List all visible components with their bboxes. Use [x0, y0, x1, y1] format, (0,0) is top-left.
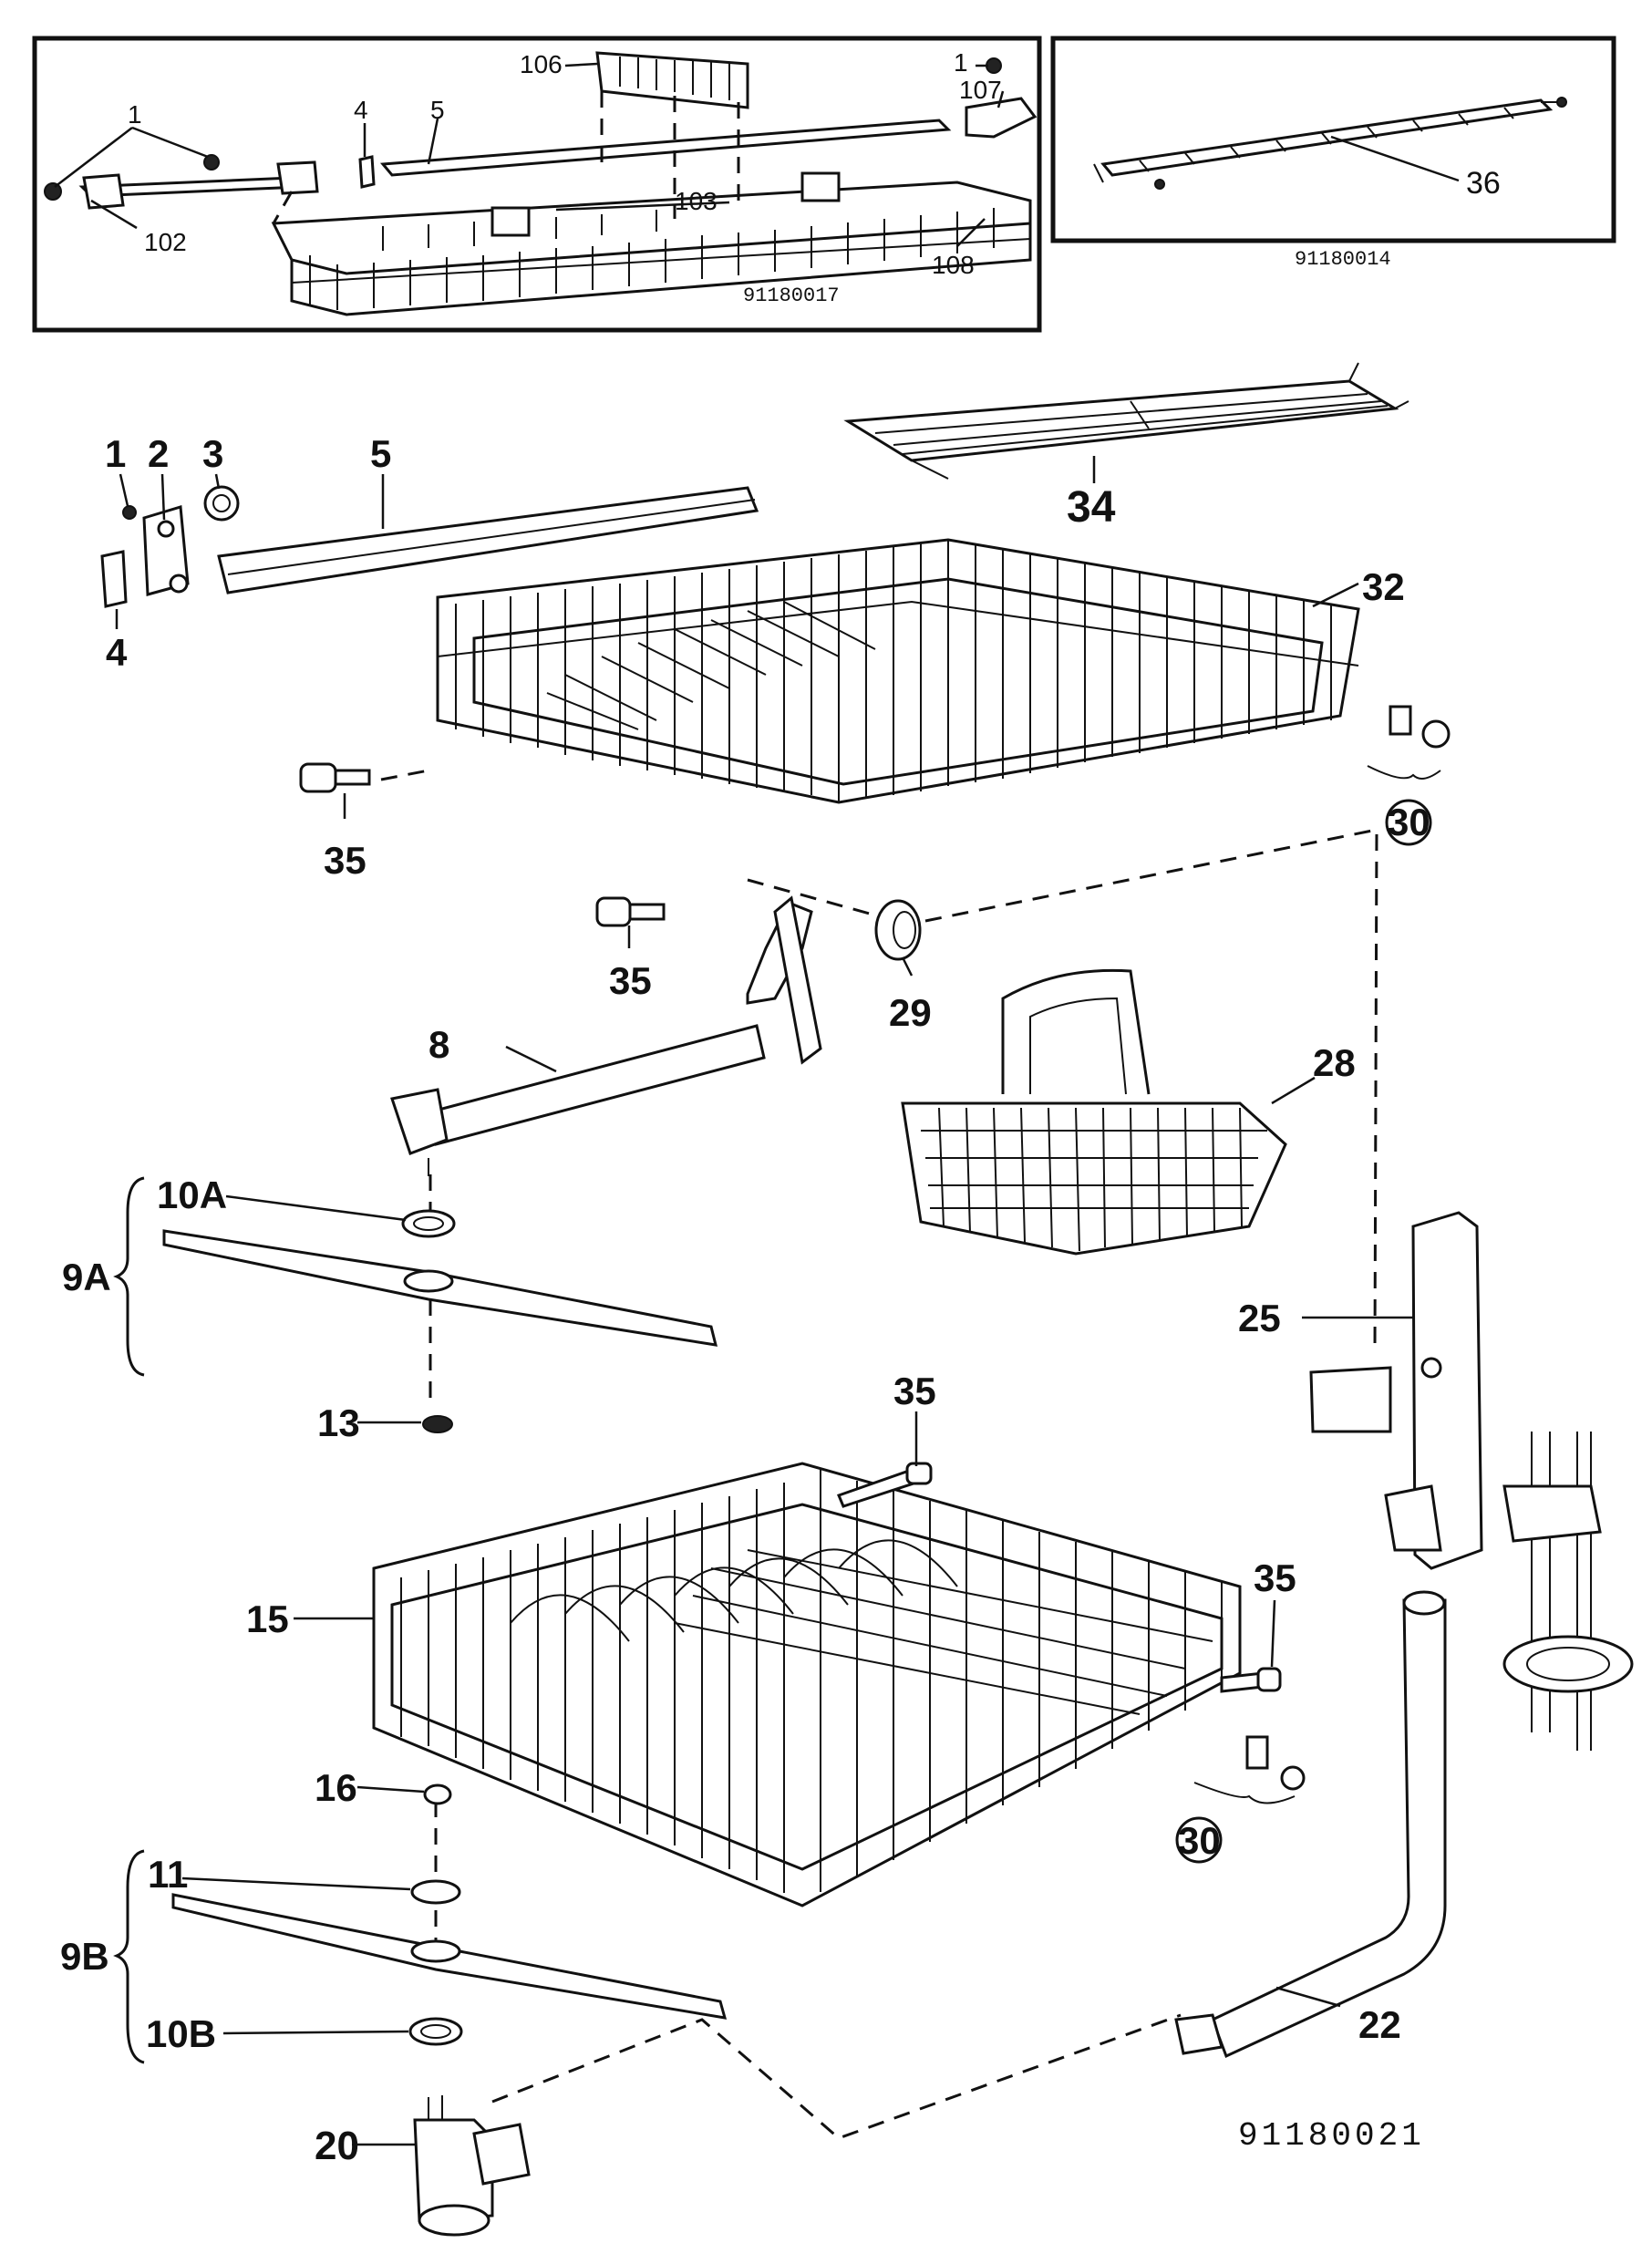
label-9B: 9B: [60, 1935, 109, 1978]
inset-rail-5: [379, 119, 952, 177]
inset-rail-102: [44, 154, 319, 210]
inset-right-code: 91180014: [1295, 248, 1391, 271]
label-1: 1: [105, 432, 126, 475]
sump-valve-20: [413, 2095, 531, 2237]
label-35-a: 35: [324, 839, 367, 882]
spray-arm-9B: [171, 1879, 728, 2046]
upper-rack-shelf-34: [843, 362, 1409, 480]
label-13: 13: [317, 1401, 360, 1444]
inset-right-panel: 36 91180014: [1050, 36, 1616, 271]
side-mount-detail: [1502, 1432, 1634, 1751]
ring-10A: [401, 1209, 456, 1238]
fastener-group: [100, 485, 240, 608]
main-diagram-code: 91180021: [1238, 2117, 1425, 2155]
clip-assembly-30-a: [1367, 705, 1451, 846]
upper-basket-32: [436, 538, 1360, 804]
inset-clip-107: [965, 97, 1038, 139]
main-callout-labels: 1 2 3 4 5 34 32 35 30 35 29 8 28 10A 9A …: [60, 432, 1430, 2168]
inset-comb-106: [595, 51, 749, 109]
label-25: 25: [1238, 1297, 1281, 1339]
label-9A: 9A: [62, 1256, 111, 1298]
label-28: 28: [1313, 1041, 1356, 1084]
screw-35-b: [595, 896, 666, 927]
label-11: 11: [148, 1853, 188, 1896]
seal-29: [874, 899, 922, 961]
screw-35-c: [837, 1462, 933, 1508]
spray-arm-9A: [162, 1209, 718, 1347]
inset-label-1: 1: [128, 100, 142, 129]
inset-label-36: 36: [1466, 166, 1501, 201]
inset-left-panel: 1 102 4 5 106 103 1 107 108 91180017: [32, 36, 1042, 333]
clip-assembly-30-b: [1175, 1735, 1306, 1864]
inset-label-106: 106: [520, 50, 563, 78]
lower-basket-15: [372, 1462, 1242, 1907]
label-8: 8: [428, 1023, 449, 1066]
label-29: 29: [889, 991, 932, 1034]
roller-3: [203, 485, 240, 522]
inset-rack-36: [1093, 97, 1567, 190]
screw-35-d: [1220, 1667, 1282, 1693]
inset-left-code: 91180017: [743, 284, 840, 307]
callout-leaders: [113, 456, 1413, 2146]
label-3: 3: [202, 432, 223, 475]
screw-35-a: [299, 762, 371, 793]
label-35-d: 35: [1254, 1556, 1296, 1599]
supply-tube-25: [1309, 1211, 1483, 1570]
cutlery-tray-drawing: [271, 171, 1032, 316]
label-15: 15: [246, 1597, 289, 1640]
spray-arm-pipe-8: [390, 895, 822, 1176]
nut-13: [422, 1415, 453, 1433]
label-10B: 10B: [146, 2012, 216, 2055]
hub-11: [410, 1879, 461, 1905]
inset-label-107: 107: [959, 76, 1002, 104]
pipe-22: [1174, 1590, 1447, 2059]
inset-nut-1: [986, 57, 1002, 74]
label-4: 4: [106, 631, 128, 674]
ring-10B: [408, 2017, 463, 2046]
inset-right-frame: [1050, 36, 1616, 243]
label-16: 16: [315, 1766, 357, 1809]
inset-label-102: 102: [144, 228, 187, 256]
inset-label-108: 108: [932, 251, 975, 279]
inset-label-1b: 1: [954, 48, 968, 77]
label-10A: 10A: [157, 1173, 227, 1216]
inset-left-frame: [32, 36, 1042, 333]
label-22: 22: [1358, 2003, 1401, 2046]
inset-label-5: 5: [430, 96, 445, 124]
nut-16: [423, 1783, 452, 1805]
clip-4: [100, 550, 128, 608]
label-30-b: 30: [1178, 1819, 1221, 1862]
label-32: 32: [1362, 565, 1405, 608]
label-5: 5: [370, 432, 391, 475]
label-2: 2: [148, 432, 169, 475]
inset-label-103: 103: [675, 187, 718, 215]
inset-label-4: 4: [354, 96, 368, 124]
assembly-guide-lines: [380, 769, 1378, 2140]
cutlery-basket-28: [901, 968, 1287, 1256]
label-20: 20: [315, 2124, 359, 2168]
rail-5: [217, 486, 759, 594]
label-34: 34: [1067, 483, 1116, 532]
nut-1: [122, 505, 137, 520]
label-30-a: 30: [1388, 801, 1430, 843]
label-35-b: 35: [609, 959, 652, 1002]
label-35-c: 35: [893, 1370, 936, 1412]
inset-clip-4: [358, 155, 376, 189]
